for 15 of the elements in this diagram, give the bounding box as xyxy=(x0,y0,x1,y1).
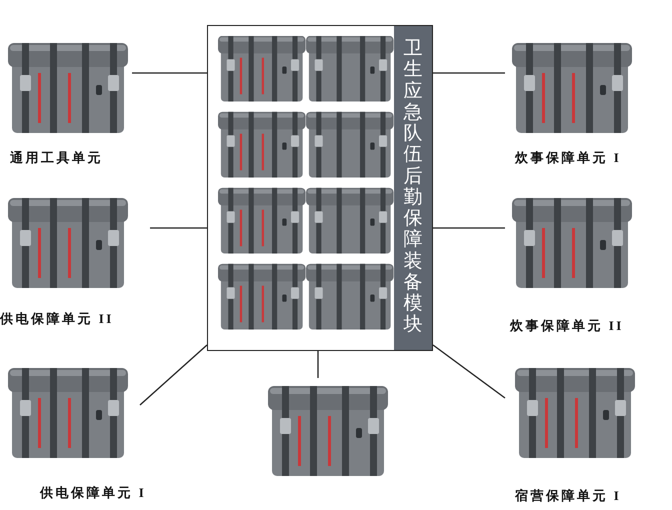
connector-line xyxy=(432,344,506,399)
unit-label: 供电保障单元 II xyxy=(0,310,114,328)
module-title: 卫生应急队伍后勤保障装备模块 xyxy=(404,38,422,338)
module-box xyxy=(207,25,433,351)
unit-label: 炊事保障单元 I xyxy=(515,149,622,167)
connector-line xyxy=(317,351,319,378)
unit-label: 宿营保障单元 I xyxy=(515,487,622,505)
unit-label: 供电保障单元 I xyxy=(40,484,146,502)
connector-line xyxy=(433,72,505,74)
unit-label: 炊事保障单元 II xyxy=(510,317,624,335)
unit-label: 通用工具单元 xyxy=(10,149,103,167)
connector-line xyxy=(132,72,207,74)
connector-line xyxy=(140,344,208,406)
connector-line xyxy=(433,227,505,229)
connector-line xyxy=(150,227,207,229)
